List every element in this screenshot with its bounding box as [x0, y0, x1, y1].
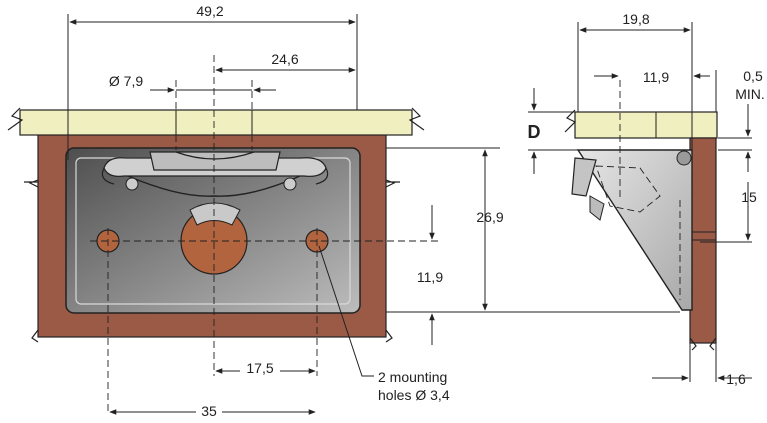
dim-min-gap: 0,5	[743, 68, 763, 84]
note-line-1: 2 mounting	[378, 369, 447, 385]
dim-hole-offset: 17,5	[246, 360, 273, 376]
dim-thickness: 1,6	[726, 371, 746, 387]
dim-height: 26,9	[476, 209, 503, 225]
front-view: 49,2 24,6 Ø 7,9 26,9 11,9 17,5 35 2 moun…	[7, 3, 680, 419]
latch-hook	[101, 151, 329, 197]
dim-side-inner: 11,9	[643, 69, 669, 85]
side-view: 19,8 11,9 0,5 MIN. 15 D 1,6	[528, 11, 765, 387]
dim-hole-height: 11,9	[417, 269, 443, 285]
front-panel-strip	[19, 109, 413, 136]
dim-overall-width: 49,2	[196, 3, 223, 19]
dim-min-label: MIN.	[735, 86, 765, 102]
dim-hole-spacing: 35	[201, 403, 217, 419]
dim-pin-diameter: Ø 7,9	[109, 73, 143, 89]
side-panel-strip	[574, 111, 718, 139]
dim-half-width: 24,6	[271, 51, 298, 67]
dim-side-depth: 15	[741, 189, 757, 205]
dim-side-width: 19,8	[622, 11, 649, 27]
panel-thickness-label: D	[528, 122, 541, 142]
note-line-2: holes Ø 3,4	[378, 387, 450, 403]
side-bracket	[576, 149, 693, 311]
